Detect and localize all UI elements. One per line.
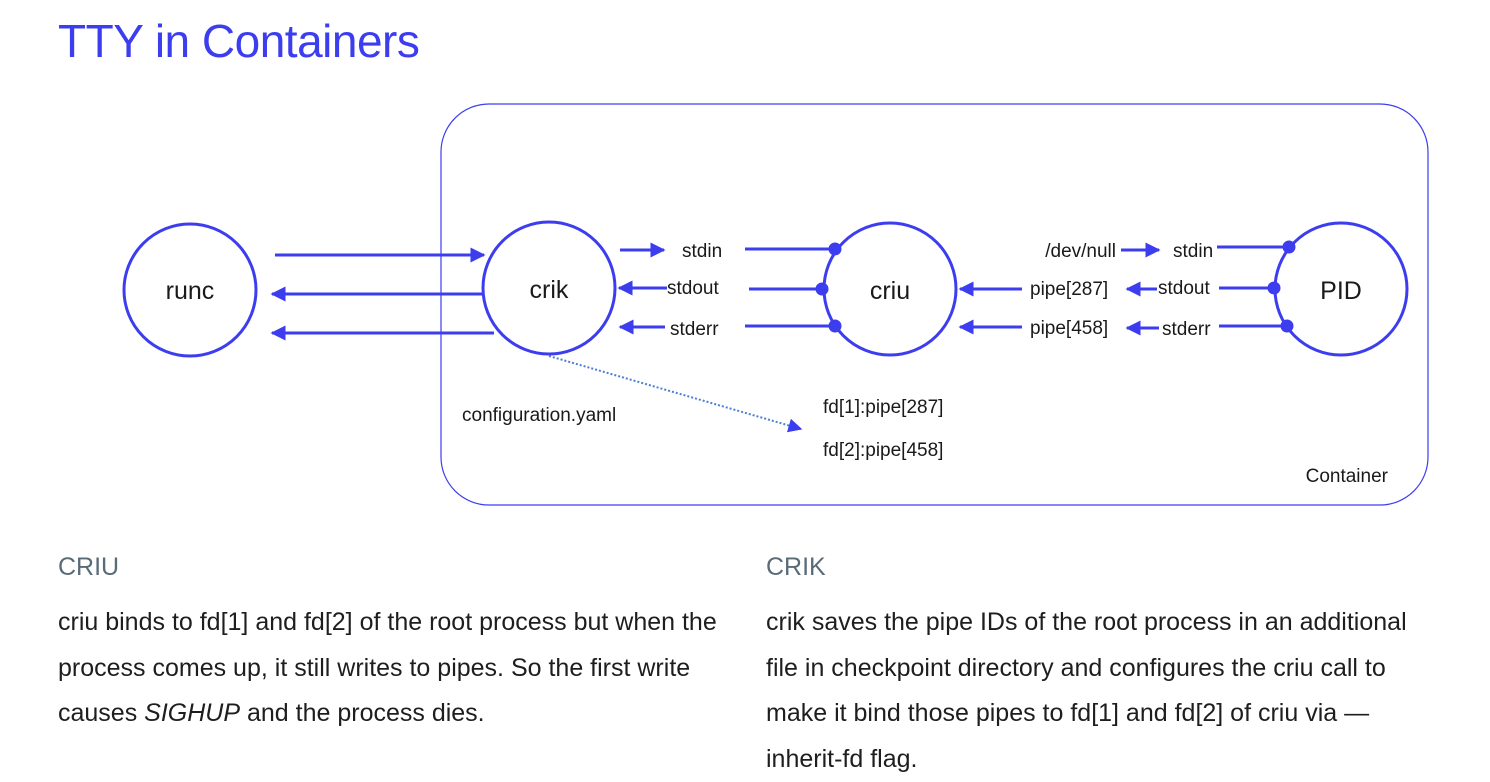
criu-stderr-port: [828, 319, 842, 333]
criu-heading: CRIU: [58, 553, 120, 581]
stderr-label-left: stderr: [670, 319, 719, 340]
fd2-mapping-label: fd[2]:pipe[458]: [823, 440, 943, 461]
runc-label: runc: [166, 277, 215, 305]
criu-stdout-port: [815, 282, 829, 296]
container-boundary: [440, 103, 1429, 506]
pid-stderr-port: [1280, 319, 1294, 333]
crik-node: crik: [481, 220, 617, 356]
stdout-label-right: stdout: [1158, 278, 1210, 299]
crik-label: crik: [530, 276, 569, 304]
crik-heading: CRIK: [766, 553, 826, 581]
stdout-label-left: stdout: [667, 278, 719, 299]
criu-node: criu: [822, 221, 958, 357]
criu-description: criu binds to fd[1] and fd[2] of the roo…: [58, 600, 718, 737]
stderr-label-right: stderr: [1162, 319, 1211, 340]
sighup-emphasis: SIGHUP: [144, 699, 241, 727]
stdin-label-left: stdin: [682, 241, 722, 262]
pid-label: PID: [1320, 277, 1362, 305]
criu-label: criu: [870, 277, 910, 305]
fd1-mapping-label: fd[1]:pipe[287]: [823, 397, 943, 418]
pipe458-label: pipe[458]: [1030, 318, 1108, 339]
runc-node: runc: [122, 222, 258, 358]
criu-stdin-port: [828, 242, 842, 256]
slide-title: TTY in Containers: [58, 15, 420, 67]
crik-description: crik saves the pipe IDs of the root proc…: [766, 608, 1407, 773]
config-file-label: configuration.yaml: [462, 405, 616, 426]
pid-node: PID: [1273, 221, 1409, 357]
pid-stdin-port: [1282, 240, 1296, 254]
devnull-label: /dev/null: [1045, 241, 1116, 262]
pipe287-label: pipe[287]: [1030, 279, 1108, 300]
stdin-label-right: stdin: [1173, 241, 1213, 262]
pid-stdout-port: [1267, 281, 1281, 295]
container-label: Container: [1306, 466, 1389, 487]
criu-description-text-2: and the process dies.: [240, 699, 485, 727]
criu-description-text-1: criu binds to fd[1] and fd[2] of the roo…: [58, 608, 717, 727]
